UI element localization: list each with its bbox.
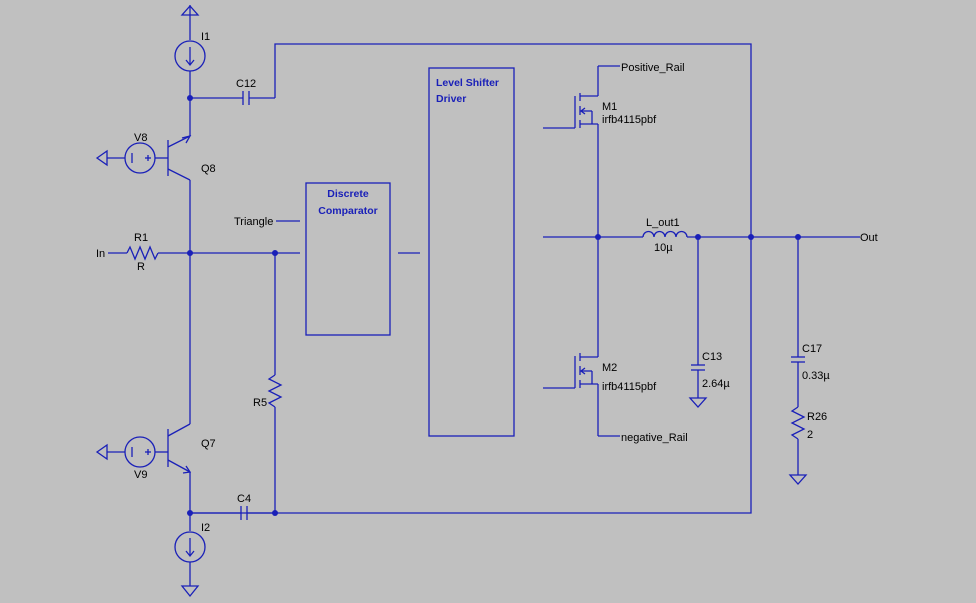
junction-dot	[272, 510, 278, 516]
resistor-r5[interactable]	[267, 253, 283, 513]
i1-label: I1	[201, 31, 210, 43]
c12-label: C12	[236, 78, 256, 90]
r5-label: R5	[253, 397, 267, 409]
comparator-title-line2: Comparator	[318, 205, 378, 217]
c13-label: C13	[702, 351, 722, 363]
r26-label: R26	[807, 411, 827, 423]
v9-label: V9	[134, 469, 147, 481]
capacitor-c12[interactable]	[190, 91, 275, 105]
transistor-q7[interactable]	[155, 253, 192, 513]
c13-value: 2.64µ	[702, 378, 730, 390]
m1-part-label: irfb4115pbf	[602, 114, 657, 126]
inductor-l-out1[interactable]	[642, 230, 860, 238]
c17-value: 0.33µ	[802, 370, 830, 382]
q8-label: Q8	[201, 163, 216, 175]
c4-label: C4	[237, 493, 251, 505]
capacitor-c17[interactable]	[791, 237, 805, 407]
mosfet-m1[interactable]	[543, 65, 620, 237]
driver-title-line1: Level Shifter	[436, 77, 499, 89]
out-net-label: Out	[860, 232, 878, 244]
r1-value: R	[137, 261, 145, 273]
v8-label: V8	[134, 132, 147, 144]
comparator-title-line1: Discrete	[327, 188, 369, 200]
resistor-r1[interactable]	[108, 245, 300, 261]
junction-dot	[748, 234, 754, 240]
m1-label: M1	[602, 101, 617, 113]
r26-value: 2	[807, 429, 813, 441]
triangle-net-label: Triangle	[234, 216, 273, 228]
negative-rail-label: negative_Rail	[621, 432, 688, 444]
capacitor-c13[interactable]	[688, 237, 708, 408]
mosfet-m2[interactable]	[543, 237, 620, 437]
m2-part-label: irfb4115pbf	[602, 381, 657, 393]
driver-block[interactable]	[428, 67, 515, 437]
transistor-q8[interactable]	[155, 98, 192, 253]
r1-label: R1	[134, 232, 148, 244]
l-out1-label: L_out1	[646, 217, 680, 229]
positive-rail-label: Positive_Rail	[621, 62, 685, 74]
current-source-i1[interactable]	[174, 5, 206, 98]
q7-label: Q7	[201, 438, 216, 450]
l-out1-value: 10µ	[654, 242, 673, 254]
voltage-source-v8[interactable]	[95, 142, 156, 174]
current-source-i2[interactable]	[174, 513, 206, 598]
resistor-r26[interactable]	[788, 406, 808, 485]
i2-label: I2	[201, 522, 210, 534]
driver-title-line2: Driver	[436, 93, 466, 105]
capacitor-c4[interactable]	[190, 506, 275, 520]
in-net-label: In	[96, 248, 105, 260]
voltage-source-v9[interactable]	[95, 436, 156, 468]
comparator-block[interactable]	[305, 182, 391, 336]
c17-label: C17	[802, 343, 822, 355]
m2-label: M2	[602, 362, 617, 374]
feedback-wire	[190, 43, 752, 514]
